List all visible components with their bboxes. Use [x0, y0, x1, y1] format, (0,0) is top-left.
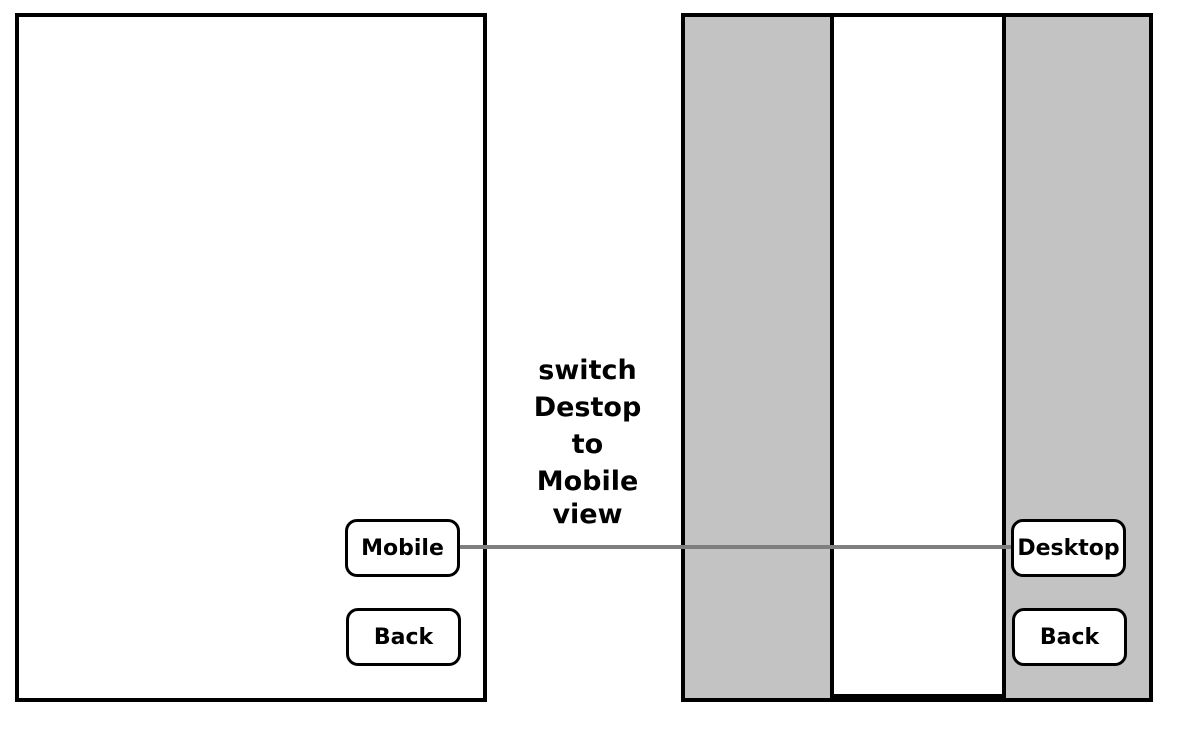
desktop-view-screen: [15, 13, 487, 702]
mobile-view-button[interactable]: Mobile: [345, 519, 460, 577]
annotation-line: Destop: [533, 392, 642, 423]
switch-view-annotation: switch Destop to Mobile view: [525, 352, 650, 533]
annotation-line: view: [552, 499, 623, 530]
annotation-line: switch: [538, 355, 637, 386]
mobile-view-screen: [681, 13, 1153, 702]
switch-connector-line: [456, 545, 1016, 549]
back-button-desktop-screen[interactable]: Back: [346, 608, 461, 666]
mobile-content-column: [830, 17, 1006, 698]
back-button-mobile-screen[interactable]: Back: [1012, 608, 1127, 666]
desktop-view-button[interactable]: Desktop: [1011, 519, 1126, 577]
annotation-line: Mobile: [536, 466, 639, 497]
annotation-line: to: [571, 429, 604, 460]
